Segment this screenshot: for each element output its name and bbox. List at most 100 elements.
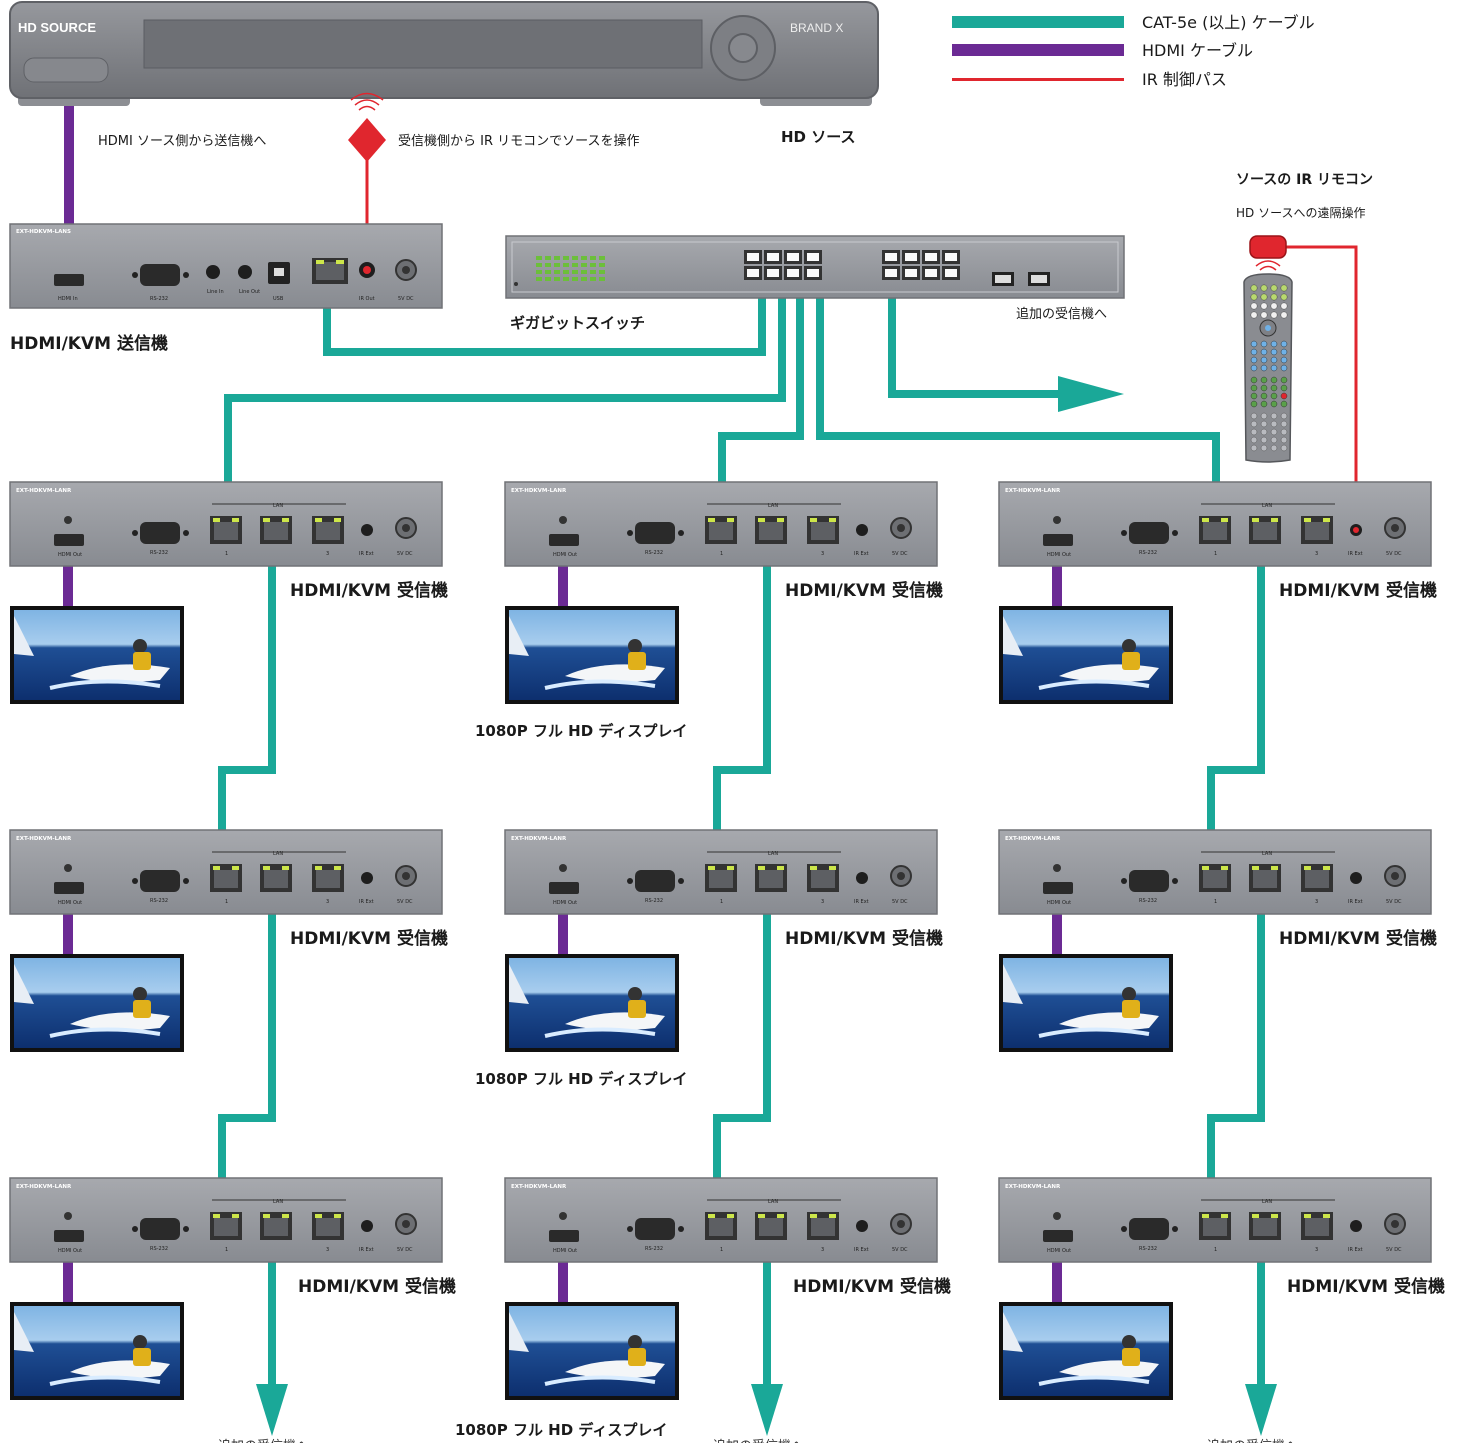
hdmi-out-label: HDMI Out <box>553 552 577 558</box>
rider-head <box>133 639 147 653</box>
power-label: 5V DC <box>892 1247 908 1253</box>
lan-port-inner <box>811 1218 835 1236</box>
screw <box>559 864 567 872</box>
rider-head <box>1122 639 1136 653</box>
ir-ext-port <box>361 524 373 536</box>
remote-button <box>1270 284 1278 292</box>
remote-button <box>1270 364 1278 372</box>
led <box>727 518 734 522</box>
remote-button <box>1280 384 1288 392</box>
switch-port-inner <box>905 253 917 261</box>
switch-led <box>572 263 578 267</box>
receiver-model: EXT-HDKVM-LANR <box>511 1184 567 1190</box>
rs232-port <box>1129 522 1169 544</box>
switch-led <box>545 270 551 274</box>
switch-port-inner <box>747 253 759 261</box>
remote-button <box>1260 340 1268 348</box>
switch-led <box>545 263 551 267</box>
receiver-caption: HDMI/KVM 受信機 <box>793 1276 951 1297</box>
ir-emitter-icon <box>348 92 386 162</box>
switch-port-inner <box>767 269 779 277</box>
remote-button <box>1270 436 1278 444</box>
display-icon <box>505 606 679 704</box>
remote-button <box>1280 356 1288 364</box>
led <box>1304 866 1311 870</box>
receiver-model: EXT-HDKVM-LANR <box>16 488 72 494</box>
remote-button <box>1260 311 1268 319</box>
ir-ext-port <box>856 872 868 884</box>
hdmi-out-label: HDMI Out <box>58 1248 82 1254</box>
remote-button <box>1270 412 1278 420</box>
led <box>282 866 289 870</box>
port1-label: 1 <box>1214 551 1217 557</box>
receiver-caption: HDMI/KVM 受信機 <box>785 928 943 949</box>
lan-port-inner <box>264 522 288 540</box>
hdmi-out-label: HDMI Out <box>58 552 82 558</box>
ir-ext-label: IR Ext <box>1348 551 1363 557</box>
lan-label: LAN <box>1262 1199 1272 1205</box>
screw <box>132 1226 138 1232</box>
rs232-port <box>140 522 180 544</box>
ir-remote-icon <box>1243 235 1293 463</box>
lan-port-inner <box>264 870 288 888</box>
receiver-caption: HDMI/KVM 受信機 <box>1287 1276 1445 1297</box>
switch-led <box>599 277 605 281</box>
display-caption: 1080P フル HD ディスプレイ <box>475 1070 687 1088</box>
screw <box>1053 864 1061 872</box>
remote-button <box>1270 340 1278 348</box>
receiver-caption: HDMI/KVM 受信機 <box>298 1276 456 1297</box>
led <box>1304 1214 1311 1218</box>
spray <box>1038 1027 1150 1038</box>
remote-button <box>1260 293 1268 301</box>
ir-ext-label: IR Ext <box>1348 1247 1363 1253</box>
lan-port-inner <box>1305 1218 1329 1236</box>
spray <box>49 1375 161 1386</box>
lan-port-inner <box>1253 522 1277 540</box>
sail <box>1003 964 1023 1004</box>
lan-label: LAN <box>273 1199 283 1205</box>
rs232-label: RS-232 <box>1139 1246 1157 1252</box>
lan-port-inner <box>1305 870 1329 888</box>
port1-label: 1 <box>1214 1247 1217 1253</box>
svg-text:USB: USB <box>273 296 284 302</box>
ir-note: 受信機側から IR リモコンでソースを操作 <box>398 133 639 149</box>
spray <box>49 1027 161 1038</box>
led <box>1271 866 1278 870</box>
switch-led <box>536 277 542 281</box>
rs232-port <box>1129 1218 1169 1240</box>
switch-port-inner <box>747 269 759 277</box>
screw <box>64 864 72 872</box>
ir-path-remote <box>1285 245 1358 525</box>
screw <box>1121 1226 1127 1232</box>
led <box>1271 518 1278 522</box>
screw <box>183 530 189 536</box>
port3-label: 3 <box>326 1247 329 1253</box>
lan-port-inner <box>214 870 238 888</box>
lan-label: LAN <box>768 1199 778 1205</box>
power-pin <box>402 872 410 880</box>
cat5-cascade <box>218 872 276 1216</box>
screw <box>64 1212 72 1220</box>
ir-ext-active <box>1353 527 1359 533</box>
lan-port-inner <box>214 1218 238 1236</box>
rs232-port <box>635 522 675 544</box>
receiver-caption: HDMI/KVM 受信機 <box>1279 928 1437 949</box>
remote-subtitle: HD ソースへの遠隔操作 <box>1236 205 1365 220</box>
ir-ext-port <box>1350 872 1362 884</box>
arrow-down <box>1245 1384 1277 1436</box>
port3-label: 3 <box>821 899 824 905</box>
switch-led <box>590 270 596 274</box>
lan-port-inner <box>316 522 340 540</box>
ir-ext-label: IR Ext <box>854 1247 869 1253</box>
legend: CAT-5e (以上) ケーブル HDMI ケーブル IR 制御パス <box>952 13 1315 89</box>
arrow-down <box>256 1384 288 1436</box>
lan-label: LAN <box>273 503 283 509</box>
remote-button <box>1260 436 1268 444</box>
led <box>1221 1214 1228 1218</box>
svg-text:RS-232: RS-232 <box>150 296 168 302</box>
switch-led <box>599 256 605 260</box>
screw <box>678 1226 684 1232</box>
cat5-switch-col2 <box>718 282 804 520</box>
